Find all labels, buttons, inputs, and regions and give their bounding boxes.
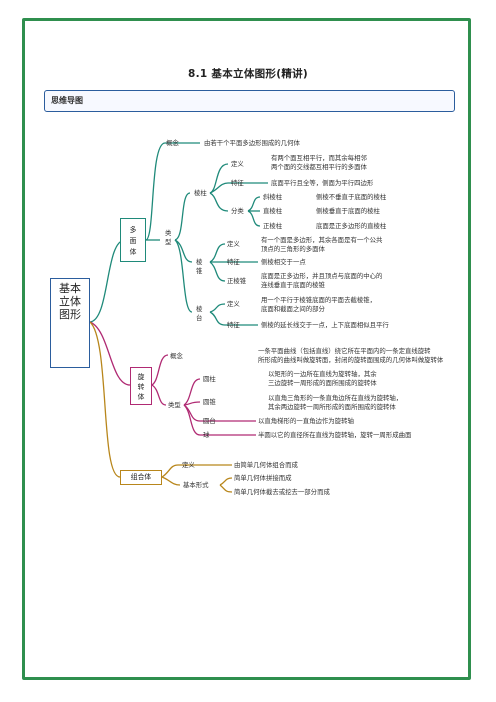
page-title: 8.1 基本立体图形(精讲) [187,68,309,80]
polyhedron-concept: 由若干个平面多边形围成的几何体 [204,139,300,147]
right-prism: 侧棱垂直于底面的棱柱 [316,207,380,215]
composite-label: 组合体 [130,473,152,481]
frustum-feature-label: 特征 [227,321,240,329]
regular-prism-label: 正棱柱 [263,222,283,230]
revolution-label: 旋转体 [137,373,145,401]
regular-pyramid-2: 连线垂直于底面的棱锥 [261,281,325,289]
oblique-prism-label: 斜棱柱 [263,193,283,201]
cylinder-2: 三边旋转一周形成的面所围成的旋转体 [268,379,377,387]
composite-def-label: 定义 [182,461,195,469]
prism-def-1: 有两个面互相平行，而其余每相邻 [271,154,367,162]
root-node: 基本立体图形 [50,278,90,368]
cylinder-label: 圆柱 [203,375,216,383]
section-label: 思维导图 [51,96,83,105]
branch-polyhedron-line [89,239,126,323]
frustum-def-label: 定义 [227,300,240,308]
regular-pyramid-label: 正棱锥 [227,277,247,285]
root-label: 基本立体图形 [59,282,81,321]
pyramid-label: 棱锥 [196,258,203,275]
composite-form-2: 简单几何体截去或挖去一部分而成 [234,488,330,496]
prism-class-label: 分类 [231,207,244,215]
branch-composite-line [89,321,121,478]
frustum-def-1: 用一个平行于棱锥底面的平面去截棱锥， [261,296,377,304]
revolution-concept-1: 一条平面曲线（包括直线）绕它所在平面内的一条定直线旋转 [258,347,431,355]
prism-def-label: 定义 [231,160,244,168]
branch-revolution-line [89,321,131,386]
revolution-concept-2: 所形成的曲线叫做旋转面，封闭的旋转面围成的几何体叫做旋转体 [258,356,444,364]
sphere: 半圆以它的直径所在直线为旋转轴，旋转一周形成曲面 [258,431,412,439]
polyhedron-node: 多面体 [120,218,146,262]
cone-1: 以直角三角形的一条直角边所在直线为旋转轴， [268,394,403,402]
polyhedron-label: 多面体 [129,226,137,256]
pyramid-feature-label: 特征 [227,258,240,266]
prism-def-2: 两个面的交线都互相平行的多面体 [271,163,367,171]
cylinder-1: 以矩形的一边所在直线为旋转轴，其余 [268,370,377,378]
composite-form-1: 简单几何体拼接而成 [234,474,292,482]
polyhedron-type-label: 类型 [165,229,172,246]
composite-node: 组合体 [120,470,162,485]
cone-label: 圆锥 [203,398,216,406]
revolution-type-label: 类型 [168,401,181,409]
prism-feature-label: 特征 [231,179,244,187]
cone-2: 其余两边旋转一周所形成的面所围成的旋转体 [268,403,396,411]
prism-label: 棱柱 [194,189,207,197]
sphere-label: 球 [203,431,210,439]
frustum-feature: 侧棱的延长线交于一点，上下底面相似且平行 [261,321,389,329]
pyramid-def-label: 定义 [227,240,240,248]
revolution-frustum: 以直角梯形的一直角边作为旋转轴 [258,417,354,425]
prism-feature: 底面平行且全等，侧面为平行四边形 [271,179,374,187]
composite-form-label: 基本形式 [183,481,209,489]
regular-prism: 底面是正多边形的直棱柱 [316,222,387,230]
right-prism-label: 直棱柱 [263,207,283,215]
revolution-concept-label: 概念 [170,352,183,360]
pyramid-feature: 侧棱相交于一点 [261,258,306,266]
page-frame [22,18,471,680]
regular-pyramid-1: 底面是正多边形，并且顶点与底面的中心的 [261,272,383,280]
frustum-def-2: 底面和截面之间的部分 [261,305,325,313]
section-header: 思维导图 [44,90,455,112]
pyramid-def-1: 有一个面是多边形，其余各面是有一个公共 [261,236,383,244]
revolution-node: 旋转体 [130,367,152,405]
frustum-label: 棱台 [196,305,203,322]
oblique-prism: 侧棱不垂直于底面的棱柱 [316,193,387,201]
polyhedron-concept-label: 概念 [166,139,179,147]
revolution-frustum-label: 圆台 [203,417,216,425]
composite-def: 由简单几何体组合而成 [234,461,298,469]
pyramid-def-2: 顶点的三角形的多面体 [261,245,325,253]
